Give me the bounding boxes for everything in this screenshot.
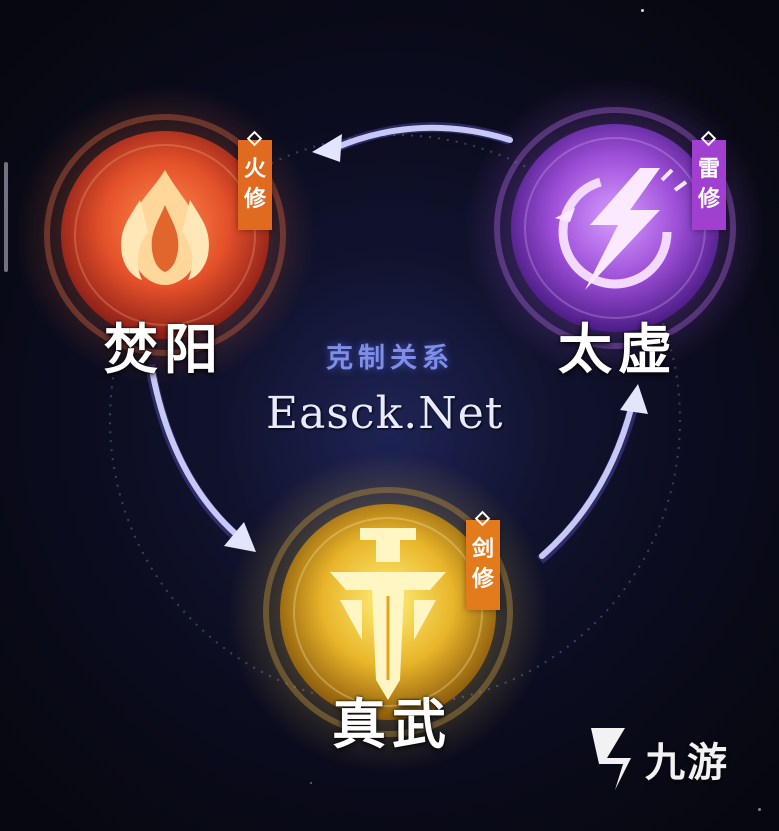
- logo-text: 九游: [645, 740, 729, 786]
- sword-icon: [330, 528, 446, 700]
- taixu-node[interactable]: [465, 78, 765, 378]
- tag-char: 修: [471, 567, 494, 592]
- fenyang-name: 焚阳: [104, 317, 224, 381]
- star-sparkle: [641, 9, 644, 12]
- tag-char: 雷: [697, 157, 720, 182]
- arrow-taixu-to-fenyang: [312, 122, 513, 162]
- arrow-fenyang-to-zhenwu: [145, 364, 256, 552]
- flame-icon: [121, 170, 209, 285]
- star-sparkle: [310, 782, 312, 784]
- jiuyou-logo: 九游: [585, 724, 729, 794]
- star-sparkle: [758, 808, 761, 811]
- tag-char: 修: [697, 187, 720, 212]
- jiuyou-logo-icon: [591, 728, 631, 790]
- taixu-type-tag: 雷 修: [692, 130, 726, 230]
- lightning-icon: [555, 168, 688, 290]
- tag-char: 修: [243, 187, 266, 212]
- scroll-indicator: [4, 162, 8, 272]
- zhenwu-name: 真武: [332, 692, 452, 756]
- zhenwu-type-tag: 剑 修: [466, 510, 500, 610]
- restraint-relation-title: 克制关系: [326, 343, 454, 374]
- fenyang-type-tag: 火 修: [238, 130, 272, 230]
- tag-char: 火: [243, 157, 266, 182]
- tag-char: 剑: [471, 537, 494, 562]
- watermark-text: Easck.Net: [266, 388, 504, 439]
- arrow-zhenwu-to-taixu: [536, 384, 648, 564]
- taixu-name: 太虚: [558, 317, 678, 381]
- orbit-ring: [109, 134, 681, 706]
